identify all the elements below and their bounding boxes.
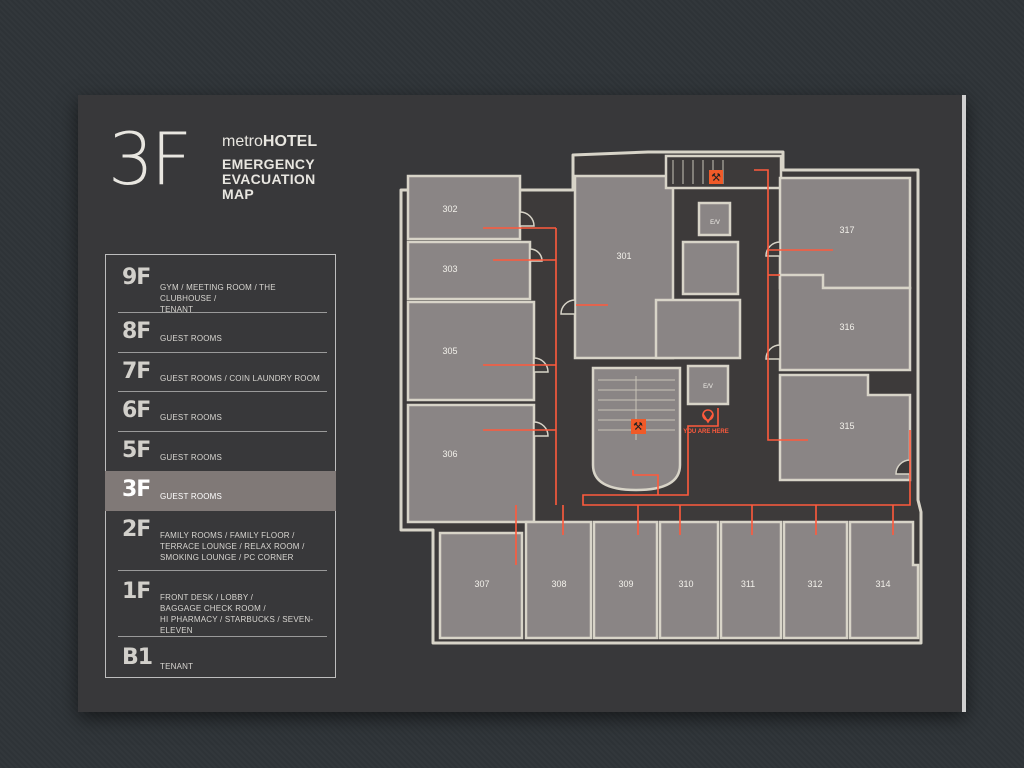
room-310 <box>658 520 720 640</box>
room-308 <box>524 520 593 640</box>
floor-directory: 9F GYM / MEETING ROOM / THE CLUBHOUSE / … <box>105 254 336 678</box>
you-are-here-label: YOU ARE HERE <box>683 429 728 435</box>
room-label-310: 310 <box>678 579 693 589</box>
directory-row-9f: 9F GYM / MEETING ROOM / THE CLUBHOUSE / … <box>118 255 327 314</box>
hotel-logo: metroHOTEL <box>222 133 318 150</box>
room-306 <box>406 403 536 524</box>
directory-row-6f: 6F GUEST ROOMS <box>118 392 327 432</box>
elevator-label-main: E/V <box>703 384 713 390</box>
location-pin-icon <box>702 409 714 424</box>
room-312 <box>782 520 849 640</box>
room-label-317: 317 <box>839 225 854 235</box>
directory-row-1f: 1F FRONT DESK / LOBBY / BAGGAGE CHECK RO… <box>118 571 327 637</box>
directory-row-7f: 7F GUEST ROOMS / COIN LAUNDRY ROOM <box>118 353 327 392</box>
room-labels: 302 303 305 306 301 317 316 315 307 308 … <box>442 204 890 589</box>
door-swings <box>519 211 911 475</box>
room-309 <box>592 520 659 640</box>
left-rooms <box>406 174 536 524</box>
room-label-301: 301 <box>616 251 631 261</box>
elevator-top <box>697 201 732 237</box>
room-303 <box>406 240 532 301</box>
room-label-311: 311 <box>741 579 755 589</box>
right-rooms <box>778 176 912 482</box>
room-311 <box>719 520 783 640</box>
room-label-306: 306 <box>442 449 457 459</box>
room-307 <box>438 531 524 640</box>
bottom-rooms <box>438 520 920 640</box>
room-302 <box>406 174 522 241</box>
directory-row-2f: 2F FAMILY ROOMS / FAMILY FLOOR / TERRACE… <box>118 511 327 571</box>
current-floor-label: 3F <box>108 117 192 201</box>
room-label-312: 312 <box>807 579 822 589</box>
room-label-307: 307 <box>474 579 489 589</box>
room-label-316: 316 <box>839 322 854 332</box>
directory-row-8f: 8F GUEST ROOMS <box>118 313 327 353</box>
room-label-302: 302 <box>442 204 457 214</box>
map-title-line-1: EMERGENCY <box>222 156 315 172</box>
room-315 <box>778 373 912 482</box>
emergency-exit-icon: ⚒ <box>631 419 646 434</box>
floor-plan: ⚒ ⚒ 302 303 305 306 301 317 316 315 307 … <box>399 150 923 645</box>
svg-text:⚒: ⚒ <box>633 421 643 433</box>
brand-block: metroHOTEL EMERGENCY EVACUATION MAP <box>222 133 352 202</box>
elevator-label-top: E/V <box>710 220 720 226</box>
room-305 <box>406 300 536 402</box>
room-label-305: 305 <box>442 346 457 356</box>
room-label-309: 309 <box>618 579 633 589</box>
map-title: EMERGENCY EVACUATION MAP <box>222 157 352 202</box>
room-316 <box>778 273 912 372</box>
room-label-308: 308 <box>551 579 566 589</box>
room-label-315: 315 <box>839 421 854 431</box>
room-317 <box>778 176 912 290</box>
room-314 <box>848 520 920 640</box>
evacuation-routes <box>483 169 911 565</box>
utility-room <box>681 240 740 296</box>
directory-row-b1: B1 TENANT <box>122 645 194 671</box>
map-title-line-2: EVACUATION <box>222 171 316 187</box>
directory-row-5f: 5F GUEST ROOMS <box>122 438 223 463</box>
utility-room-2 <box>654 298 742 360</box>
evacuation-map-sign: 3F metroHOTEL EMERGENCY EVACUATION MAP 9… <box>78 95 966 712</box>
room-label-303: 303 <box>442 264 457 274</box>
directory-row-3f-current: 3F GUEST ROOMS <box>105 471 336 511</box>
room-label-314: 314 <box>875 579 890 589</box>
svg-text:⚒: ⚒ <box>711 172 721 184</box>
center-rooms <box>573 154 783 492</box>
emergency-exit-icon: ⚒ <box>709 170 723 184</box>
elevator-main <box>686 364 730 406</box>
map-title-line-3: MAP <box>222 186 255 202</box>
